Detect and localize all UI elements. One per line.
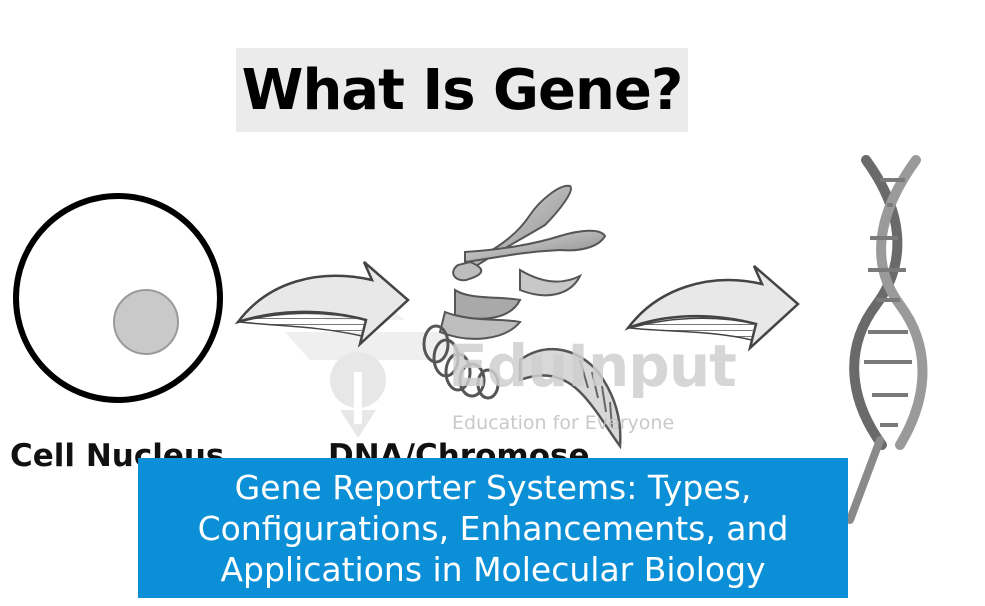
watermark-tagline: Education for Everyone [452, 412, 675, 434]
title-box: What Is Gene? [236, 48, 688, 132]
diagram-title: What Is Gene? [241, 57, 684, 123]
chromosome-icon [422, 184, 622, 450]
watermark-name: EduInput [448, 332, 737, 400]
arrow-right-icon-1 [234, 261, 410, 348]
article-title-banner: Gene Reporter Systems: Types, Configurat… [138, 458, 848, 598]
dna-helix-icon [846, 155, 928, 524]
banner-text: Gene Reporter Systems: Types, Configurat… [197, 467, 789, 589]
arrow-right-icon-2 [624, 265, 800, 352]
cell-nucleus-icon [13, 193, 223, 403]
